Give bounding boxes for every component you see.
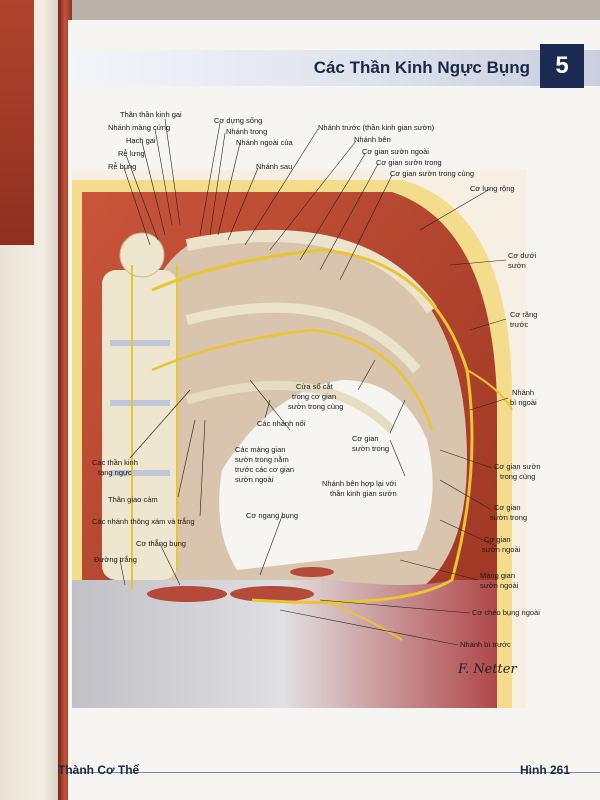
- label-innermost-intercostal-r-1: Cơ gian sườn: [494, 462, 541, 471]
- label-external-intercostal-top: Cơ gian sườn ngoài: [362, 147, 429, 156]
- label-ventral-root: Rễ bụng: [108, 162, 137, 171]
- label-spinal-ganglion: Hạch gai: [126, 136, 156, 145]
- rectus-abdominis: [230, 586, 314, 602]
- transversus-abdominis: [290, 567, 334, 577]
- label-linea-alba: Đường trắng: [94, 555, 137, 564]
- header-band: [68, 50, 600, 86]
- vertebral-arch: [119, 232, 165, 278]
- label-rectus-abdominis: Cơ thẳng bụng: [136, 539, 186, 548]
- label-collateral-rejoins-1: Nhánh bên hợp lại với: [322, 479, 397, 488]
- facing-page-illustration: [0, 0, 34, 245]
- rib: [185, 302, 421, 374]
- label-sympathetic-trunk: Thân giao cảm: [108, 495, 158, 504]
- intervertebral-disc: [110, 470, 170, 476]
- label-external-intercostal-r-2: sườn ngoài: [482, 545, 521, 554]
- label-membranes-1: Các màng gian: [235, 445, 286, 454]
- label-membranes-3: trước các cơ gian: [235, 465, 295, 474]
- label-ventral-ramus: Nhánh trước (thần kinh gian sườn): [318, 123, 435, 132]
- label-window-3: sườn trong cùng: [288, 402, 344, 411]
- rib: [185, 380, 396, 434]
- label-window-2: trong cơ gian: [292, 392, 337, 401]
- label-collateral-rejoins-2: thần kinh gian sườn: [330, 489, 397, 498]
- label-dorsal-root: Rễ lưng: [118, 149, 145, 158]
- label-thoracic-splanchnic-1: Các thần kinh: [92, 458, 138, 467]
- label-rami-communicantes: Các nhánh thông xám và trắng: [92, 517, 195, 526]
- label-thoracic-splanchnic-2: tạng ngực: [98, 468, 132, 477]
- label-serratus-anterior-1: Cơ răng: [510, 310, 538, 319]
- label-internal-intercostal-top: Cơ gian sườn trong: [376, 158, 442, 167]
- label-membranes-2: sườn trong nằm: [235, 455, 289, 464]
- intervertebral-disc: [110, 400, 170, 406]
- footer-divider: [68, 772, 600, 773]
- lateral-cutaneous-branch: [466, 369, 513, 411]
- label-communicating-branches: Các nhánh nối: [257, 419, 306, 428]
- page-title: Các Thần Kinh Ngực Bụng: [313, 58, 530, 77]
- label-collateral-branch: Nhánh bên: [354, 135, 391, 144]
- label-window-1: Cửa sổ cắt: [296, 382, 333, 391]
- label-innermost-intercostal-top: Cơ gian sườn trong cùng: [390, 169, 475, 178]
- label-internal-intercostal-r-2: sườn trong: [490, 513, 528, 522]
- label-innermost-intercostal-r-2: trong cùng: [500, 472, 536, 481]
- label-internal-intercostal-mid-1: Cơ gian: [352, 434, 379, 443]
- footer-section: Thành Cơ Thể: [58, 763, 140, 777]
- label-anterior-cutaneous: Nhánh bì trước: [460, 640, 511, 649]
- chapter-badge: 5: [540, 44, 584, 88]
- intercostal-nerve: [151, 328, 434, 431]
- rectus-abdominis: [147, 586, 227, 602]
- intervertebral-disc: [110, 340, 170, 346]
- label-meningeal-branch: Nhánh màng cứng: [108, 123, 171, 132]
- label-erector-spinae: Cơ dựng sống: [214, 116, 263, 125]
- anatomy-illustration: [72, 180, 513, 708]
- label-internal-intercostal-mid-2: sườn trong: [352, 444, 390, 453]
- label-medial-branch: Nhánh trong: [226, 127, 268, 136]
- label-dorsal-ramus: Nhánh sau: [256, 162, 293, 171]
- label-subcostal-1: Cơ dưới: [508, 251, 537, 260]
- label-transversus-abdominis: Cơ ngang bụng: [246, 511, 299, 520]
- label-external-oblique: Cơ chéo bụng ngoài: [472, 608, 540, 617]
- label-spinal-nerve-trunk: Thân thần kinh gai: [120, 110, 182, 119]
- label-lateral-branch: Nhánh ngoài của: [236, 138, 293, 147]
- vertebral-column: [102, 270, 177, 580]
- footer-figure-number: Hình 261: [520, 763, 571, 777]
- label-external-membrane-2: sườn ngoài: [480, 581, 519, 590]
- label-serratus-anterior-2: trước: [510, 320, 529, 329]
- label-lateral-cutaneous-2: bì ngoài: [510, 398, 537, 407]
- anatomy-figure: [72, 170, 527, 708]
- label-external-intercostal-r-1: Cơ gian: [484, 535, 511, 544]
- facing-page: [0, 0, 60, 800]
- label-latissimus-dorsi: Cơ lưng rộng: [470, 184, 515, 193]
- label-internal-intercostal-r-1: Cơ gian: [494, 503, 521, 512]
- label-external-membrane-1: Màng gian: [480, 571, 516, 580]
- label-subcostal-2: sườn: [508, 261, 526, 270]
- label-lateral-cutaneous-1: Nhánh: [512, 388, 535, 397]
- label-membranes-4: sườn ngoài: [235, 475, 274, 484]
- artist-signature: F. Netter: [458, 662, 517, 677]
